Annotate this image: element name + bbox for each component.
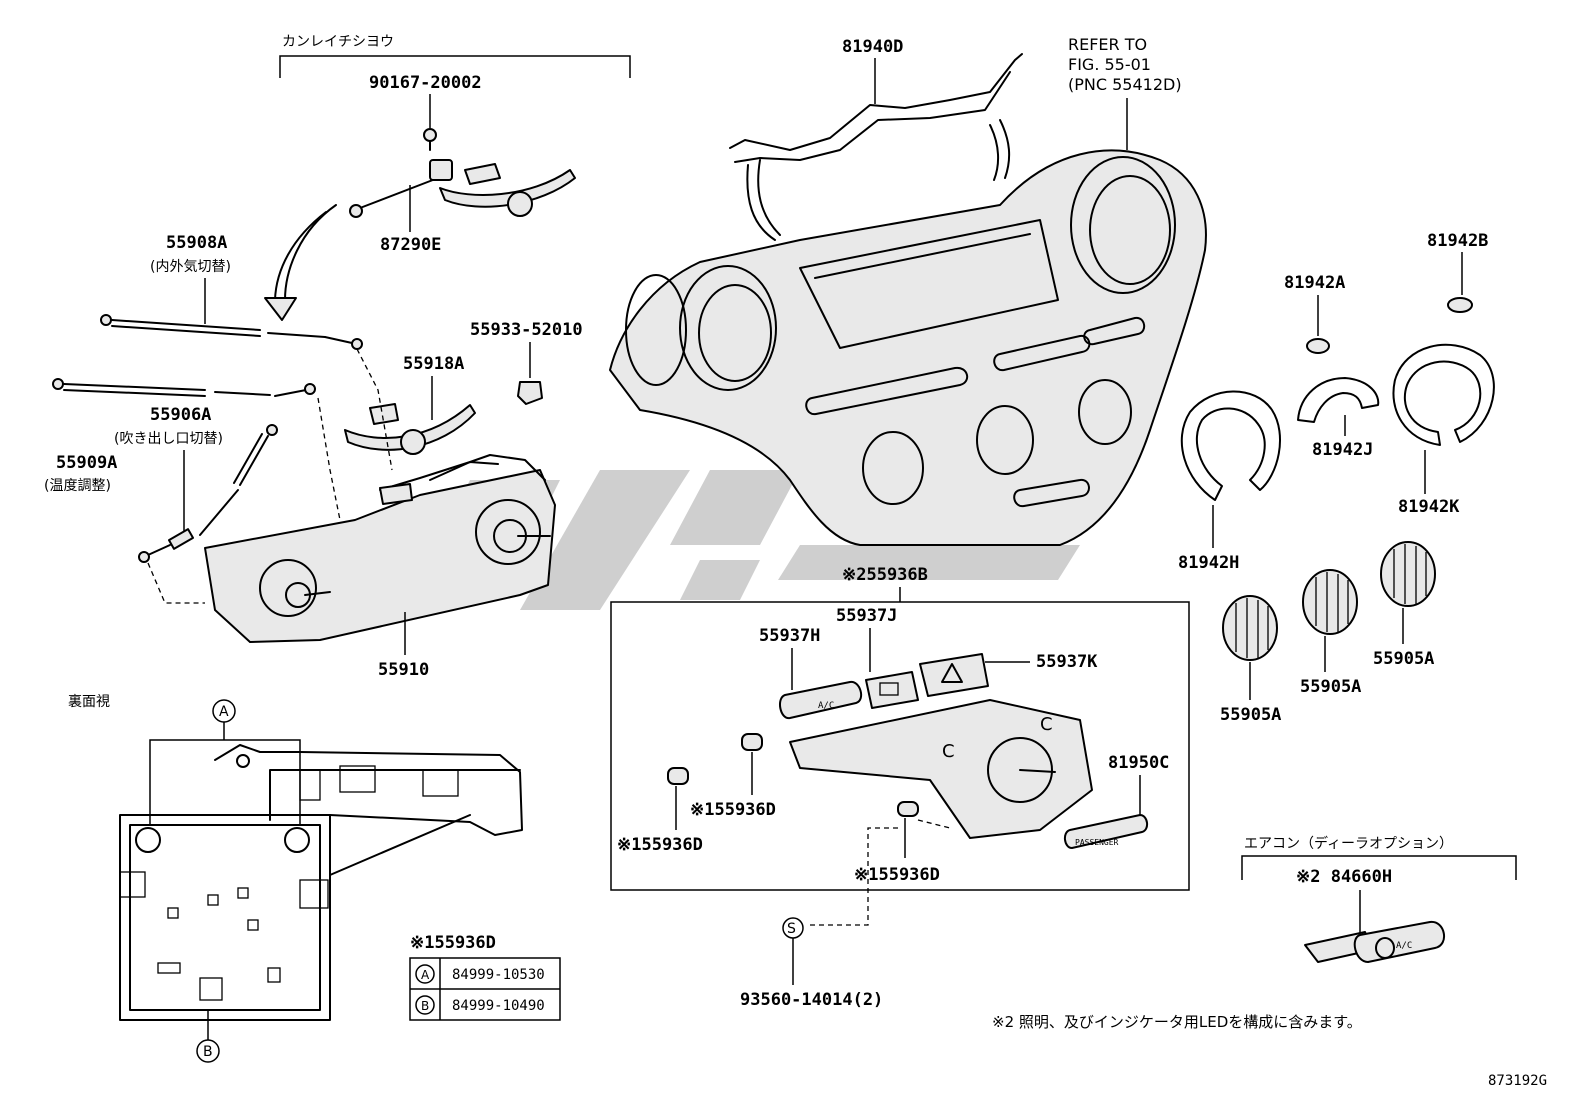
callout-s: S [787,921,796,937]
label-55905A-1: 55905A [1220,705,1281,725]
label-81942B: 81942B [1427,231,1488,251]
callout-a: A [219,704,229,720]
footnote: ※2 照明、及びインジケータ用LEDを構成に含みます。 [992,1013,1362,1031]
reference-note: REFER TO FIG. 55-01 (PNC 55412D) [1068,35,1182,150]
legend-title: ※155936D [410,933,496,953]
label-84660H: ※2 84660H [1296,867,1392,887]
note-55909A: (温度調整) [44,478,111,494]
label-90167-20002: 90167-20002 [369,73,482,93]
legend-key-b: B [421,999,429,1013]
dial-plate-81942H: 81942H [1178,390,1281,573]
dial-plate-81942J: 81942J [1297,377,1380,460]
label-155936D-b: ※155936D [617,835,703,855]
ref-line-2: FIG. 55-01 [1068,55,1151,74]
label-55910: 55910 [378,660,429,680]
retainer-81942B: 81942B [1427,231,1488,313]
svg-text:C: C [942,741,955,762]
label-81942A: 81942A [1284,273,1345,293]
callout-b: B [203,1044,213,1060]
aircon-option-label: エアコン（ディーラオプション） [1244,835,1453,852]
knob-55905A-2: 55905A [1300,569,1361,697]
svg-text:C: C [1040,714,1053,735]
lever-87290E: 87290E [349,159,576,255]
label-55918A: 55918A [403,354,464,374]
ref-line-3: (PNC 55412D) [1068,75,1182,94]
screw-93560: S 93560-14014(2) [740,917,883,1010]
rear-view: 裏面視 A B [68,693,523,1063]
label-81942H: 81942H [1178,553,1239,573]
bracket-group-kanreichi: カンレイチシヨウ [279,34,631,78]
label-155936D-a: ※155936D [690,800,776,820]
screw-90167: 90167-20002 [369,73,482,151]
legend-value-b: 84999-10490 [452,998,545,1014]
control-unit-55910: 55910 [147,348,556,680]
label-81942K: 81942K [1398,497,1460,517]
bracket-81940D: 81940D [729,37,1023,241]
label-81950C: 81950C [1108,753,1169,773]
legend-value-a: 84999-10530 [452,967,545,983]
knob-55905A-3: 55905A [1373,541,1436,669]
label-55906A: 55906A [150,405,211,425]
legend-key-a: A [421,968,430,982]
cable-55909A: 55909A (温度調整) [44,424,278,563]
label-155936D-c: ※155936D [854,865,940,885]
label-81940D: 81940D [842,37,903,57]
clip-55933-52010: 55933-52010 [470,320,583,405]
label-55909A: 55909A [56,453,117,473]
label-55908A: 55908A [166,233,227,253]
label-55937J: 55937J [836,606,897,626]
figure-id: 873192G [1488,1073,1547,1089]
note-55908A: (内外気切替) [150,259,231,275]
curved-arrow-icon [264,204,337,321]
retainer-81942A: 81942A [1284,273,1345,354]
label-55905A-3: 55905A [1373,649,1434,669]
passenger-legend: PASSENGER [1075,838,1119,847]
label-55933-52010: 55933-52010 [470,320,583,340]
label-93560-14014: 93560-14014(2) [740,990,883,1010]
label-55937K: 55937K [1036,652,1098,672]
ac-legend: A/C [818,701,834,711]
bulb-legend-table: ※155936D A 84999-10530 B 84999-10490 [409,933,561,1021]
ac-legend-option: A/C [1396,941,1412,951]
label-81942J: 81942J [1312,440,1373,460]
label-87290E: 87290E [380,235,441,255]
cable-55908A: 55908A (内外気切替) [100,233,363,350]
option-switch-84660H: エアコン（ディーラオプション） ※2 84660H A/C [1241,835,1517,963]
knob-55905A-1: 55905A [1220,595,1281,725]
rear-view-label: 裏面視 [68,693,110,710]
dial-plate-81942K: 81942K [1392,343,1495,517]
cable-55906A: 55906A (吹き出し口切替) [52,378,316,447]
center-bezel [609,149,1207,546]
ref-line-1: REFER TO [1068,35,1147,54]
note-55906A: (吹き出し口切替) [114,431,223,447]
lever-55918A: 55918A [344,354,476,455]
label-55936B: ※255936B [842,565,928,585]
switch-panel-group-55936B: ※255936B 55937J 55937H 55937K A/C C C PA… [610,565,1190,926]
bracket-label: カンレイチシヨウ [282,34,394,50]
label-55905A-2: 55905A [1300,677,1361,697]
label-55937H: 55937H [759,626,820,646]
